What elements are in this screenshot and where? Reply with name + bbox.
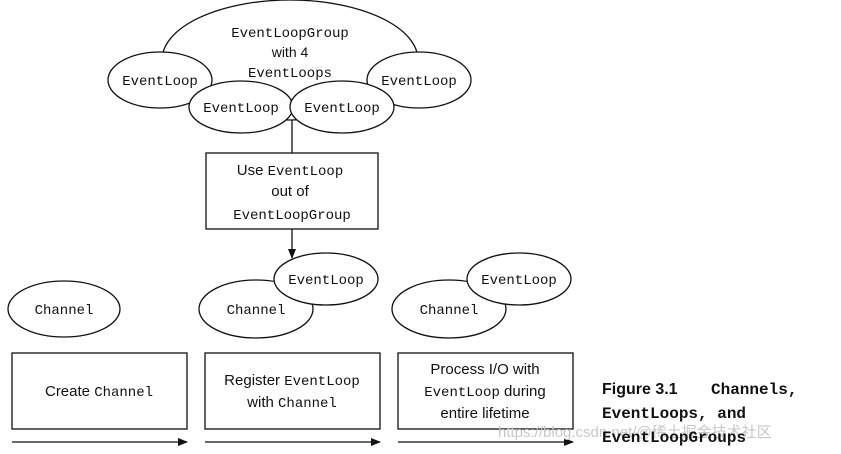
eventloop-node-3 [289, 80, 395, 134]
use-box-line3: EventLoopGroup [233, 208, 351, 224]
eventloop-label-4: EventLoop [381, 74, 457, 90]
stage-register-eventloop: Channel EventLoop Register EventLoop wit… [198, 252, 381, 446]
channel-label-3: Channel [420, 303, 479, 319]
eventloop-label-3: EventLoop [304, 101, 380, 117]
channel-label-1: Channel [35, 303, 94, 319]
use-eventloop-box: Use EventLoop out of EventLoopGroup [205, 152, 379, 230]
caption-line2: EventLoops, and [602, 405, 746, 423]
group-count-label: EventLoops [248, 66, 332, 82]
register-box-line2: with Channel [246, 394, 337, 412]
register-box-line1: Register EventLoop [224, 372, 360, 390]
eventloop-label-stage3: EventLoop [481, 273, 557, 289]
eventloop-node-stage3 [466, 252, 572, 306]
use-box-line1: Use EventLoop [237, 162, 343, 180]
eventloop-node-1 [107, 51, 213, 109]
caption-line3: EventLoopGroups [602, 429, 746, 447]
eventloop-node-stage2 [273, 252, 379, 306]
use-box-line2: out of [271, 183, 309, 200]
process-box-line3: entire lifetime [440, 405, 529, 422]
process-box-line2: EventLoop during [424, 383, 546, 401]
create-channel-box [11, 352, 188, 430]
watermark: https://blog.csdn.net/@稀土掘金技术社区 [498, 424, 772, 441]
stage-process-io: Channel EventLoop Process I/O with Event… [391, 252, 574, 446]
eventloopgroup-cluster: EventLoopGroup with 4 EventLoops EventLo… [107, 0, 472, 134]
eventloop-label-1: EventLoop [122, 74, 198, 90]
group-title: EventLoopGroup [231, 26, 349, 42]
group-subtitle: with 4 [271, 44, 309, 60]
channel-label-2: Channel [227, 303, 286, 319]
eventloop-node-4 [366, 51, 472, 109]
stage-create-channel: Channel Create Channel [7, 280, 188, 446]
process-io-box [397, 352, 574, 430]
eventloop-label-stage2: EventLoop [288, 273, 364, 289]
register-eventloop-box [204, 352, 381, 430]
channel-node-1 [7, 280, 121, 338]
eventloop-label-2: EventLoop [203, 101, 279, 117]
create-channel-text: Create Channel [45, 383, 153, 401]
process-box-line1: Process I/O with [430, 361, 539, 378]
